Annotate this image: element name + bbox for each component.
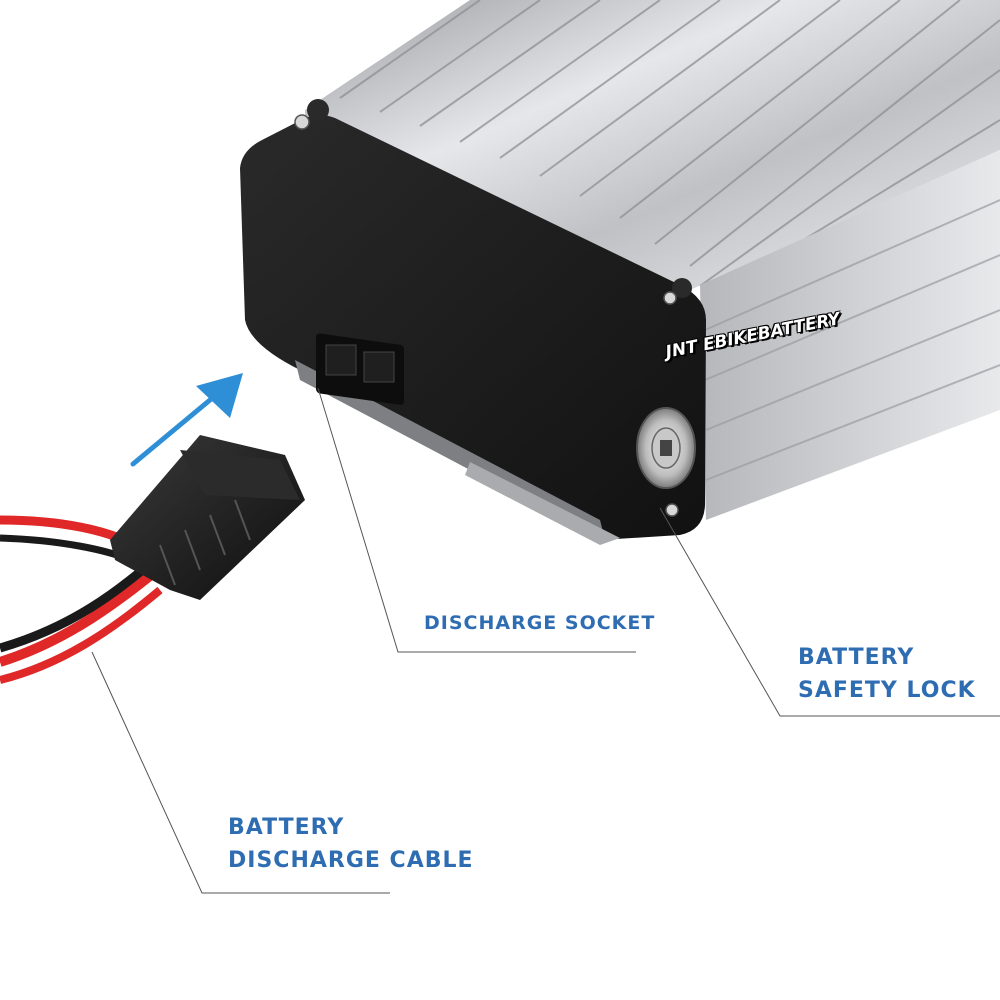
safety-lock-label-line1: BATTERY: [798, 645, 915, 670]
discharge-cable-label-line2: DISCHARGE CABLE: [228, 848, 474, 873]
battery-end-cap: [240, 99, 706, 545]
leader-line-cable: [91, 651, 390, 894]
key-lock-icon: [636, 407, 696, 489]
anderson-plug: [110, 435, 305, 600]
discharge-socket: [316, 333, 404, 405]
discharge-socket-label: DISCHARGE SOCKET: [424, 612, 656, 634]
arrow-up-right-icon: [130, 373, 243, 467]
battery-aluminium-body: [305, 0, 1000, 520]
discharge-cable-label-line1: BATTERY: [228, 815, 345, 840]
leader-line-lock: [659, 507, 1000, 717]
leader-line-socket: [317, 387, 636, 653]
safety-lock-label-line2: SAFETY LOCK: [798, 678, 976, 703]
leader-lines: [91, 387, 1000, 894]
